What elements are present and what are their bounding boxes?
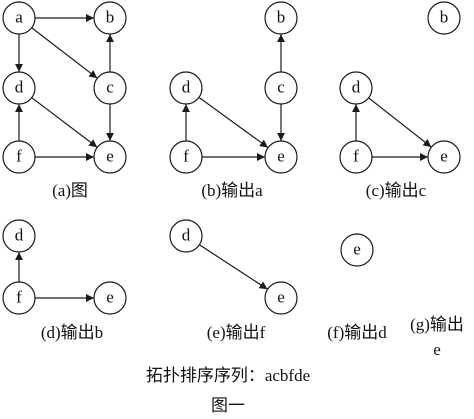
panel-a-graph: a b d c f e: [2, 1, 127, 174]
node-c-label: c: [277, 78, 285, 97]
node-b-circle: [93, 1, 127, 35]
panel-d-graph: d f e: [2, 219, 127, 315]
node-d-circle: [2, 219, 36, 253]
node-e-label: e: [277, 147, 285, 166]
panel-b-caption: (b)输出a: [201, 181, 263, 200]
node-e-circle: [264, 281, 298, 315]
node-f-circle: [2, 140, 36, 174]
node-a-label: a: [15, 8, 23, 27]
panel-d-caption: (d)输出b: [41, 323, 103, 342]
node-e-circle: [264, 140, 298, 174]
node-a-circle: [2, 1, 36, 35]
node-d-circle: [339, 71, 373, 105]
edge-a-to-c-arrow: [31, 27, 98, 79]
panel-e-graph: de: [169, 219, 298, 315]
node-b-circle: [427, 1, 461, 35]
node-d-label: d: [15, 78, 24, 97]
edge-d-to-e-arrow: [199, 244, 268, 290]
panel-f-caption: (f)输出d: [327, 323, 387, 342]
node-d-circle: [169, 219, 203, 253]
node-d-label: d: [352, 78, 361, 97]
node-b-label: b: [277, 8, 286, 27]
panel-e-caption: (e)输出f: [207, 323, 266, 342]
node-e-circle: [340, 233, 374, 267]
node-d-label: d: [182, 226, 191, 245]
node-f-label: f: [353, 147, 359, 166]
node-f-circle: [339, 140, 373, 174]
node-e-label: e: [106, 288, 114, 307]
panel-g-caption-line1: (g)输出: [410, 315, 464, 334]
figure-title: 图一: [211, 396, 245, 415]
node-f-circle: [169, 140, 203, 174]
node-c-label: c: [106, 78, 114, 97]
panel-c-caption: (c)输出c: [366, 181, 427, 200]
node-f-circle: [2, 281, 36, 315]
edge-d-to-e-arrow: [198, 96, 269, 148]
node-d-circle: [2, 71, 36, 105]
edge-d-to-e-arrow: [31, 97, 98, 148]
panel-c-graph: b d f e: [339, 1, 461, 174]
node-d-circle: [169, 71, 203, 105]
node-f-label: f: [183, 147, 189, 166]
node-c-circle: [264, 71, 298, 105]
node-e-label: e: [106, 147, 114, 166]
node-e-circle: [427, 140, 461, 174]
node-d-label: d: [182, 78, 191, 97]
panel-g-caption-line2: e: [433, 340, 441, 359]
node-f-label: f: [16, 147, 22, 166]
node-c-circle: [93, 71, 127, 105]
node-e-label: e: [440, 147, 448, 166]
topological-sequence: 拓扑排序序列：acbfde: [146, 366, 310, 385]
node-b-label: b: [106, 8, 115, 27]
node-d-label: d: [15, 226, 24, 245]
node-b-circle: [264, 1, 298, 35]
panel-b-graph: b d c f e: [169, 1, 298, 174]
node-f-label: f: [16, 288, 22, 307]
panel-a-caption: (a)图: [52, 181, 88, 200]
node-e-circle: [93, 281, 127, 315]
edge-d-to-e-arrow: [368, 97, 432, 148]
node-b-label: b: [440, 8, 449, 27]
node-e-label: e: [353, 240, 361, 259]
node-e-label: e: [277, 288, 285, 307]
panel-f-graph: e: [340, 233, 374, 267]
node-e-circle: [93, 140, 127, 174]
